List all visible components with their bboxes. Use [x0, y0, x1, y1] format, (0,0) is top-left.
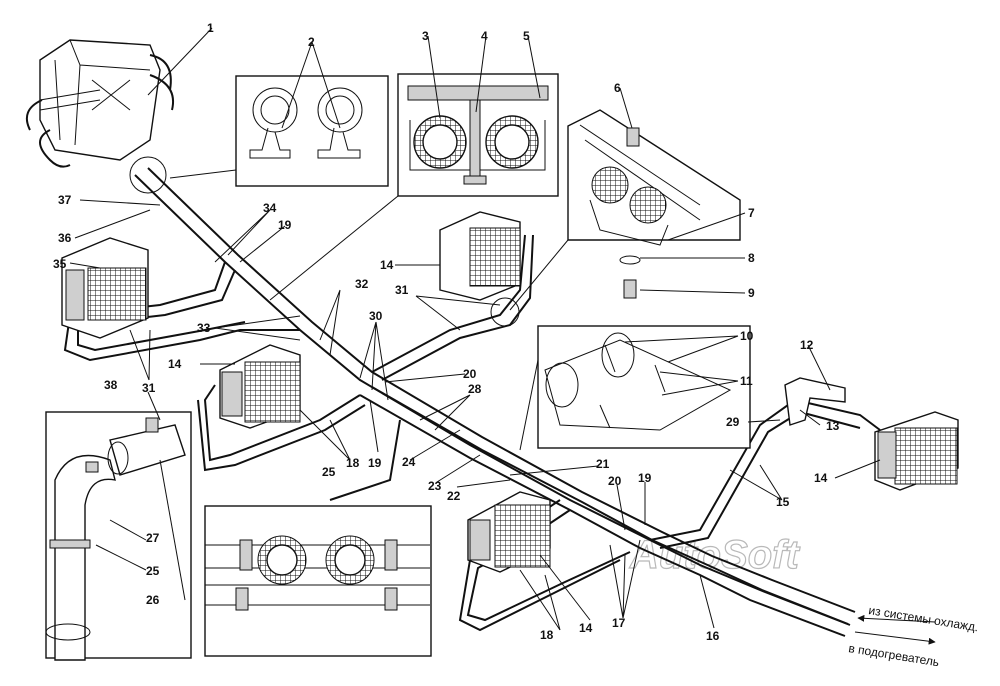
callout-13: 13: [826, 419, 840, 433]
callout-27: 27: [146, 531, 160, 545]
inset-clamps-25: [204, 505, 432, 657]
callout-3: 3: [422, 29, 429, 43]
callout-34: 34: [263, 201, 277, 215]
to-heater-note: в подогреватель: [848, 641, 941, 669]
heater-unit-1: [26, 39, 174, 194]
callout-14-left: 14: [168, 357, 182, 371]
callout-14-top: 14: [380, 258, 394, 272]
radiator-14-left: [219, 344, 301, 429]
callout-25-a: 25: [322, 465, 336, 479]
callout-38: 38: [104, 378, 118, 392]
callout-20-a: 20: [463, 367, 477, 381]
callout-16: 16: [706, 629, 720, 643]
callout-6: 6: [614, 81, 621, 95]
callout-31-a: 31: [395, 283, 409, 297]
callout-32: 32: [355, 277, 369, 291]
elbow-12-13: [784, 377, 846, 426]
callout-2: 2: [308, 35, 315, 49]
callout-30: 30: [369, 309, 383, 323]
leader-lines: [69, 27, 881, 631]
callout-8: 8: [748, 251, 755, 265]
callout-11: 11: [740, 374, 753, 388]
inset-hose-10-11: [519, 325, 751, 451]
inset-mount-6-9: [490, 109, 741, 327]
callout-19-b: 19: [368, 456, 382, 470]
radiator-14-top: [439, 211, 521, 301]
callout-37: 37: [58, 193, 72, 207]
callout-17: 17: [612, 616, 626, 630]
callout-26: 26: [146, 593, 160, 607]
callout-5: 5: [523, 29, 530, 43]
callout-22: 22: [447, 489, 461, 503]
callout-1: 1: [207, 21, 214, 35]
callout-12: 12: [800, 338, 814, 352]
callout-31-b: 31: [142, 381, 156, 395]
callout-21: 21: [596, 457, 610, 471]
callout-9: 9: [748, 286, 755, 300]
inset-hose-26-27: [45, 411, 192, 661]
callout-19-a: 19: [278, 218, 292, 232]
callout-14-right: 14: [814, 471, 828, 485]
radiator-35: [61, 237, 149, 339]
callout-28: 28: [468, 382, 482, 396]
callout-15: 15: [776, 495, 790, 509]
callout-14-bottom: 14: [579, 621, 593, 635]
radiator-14-right: [874, 411, 959, 491]
callout-23: 23: [428, 479, 442, 493]
callout-10: 10: [740, 329, 754, 343]
flow-arrows: [854, 614, 936, 645]
callout-36: 36: [58, 231, 72, 245]
inset-clamps-2: [169, 75, 389, 187]
callout-18-a: 18: [346, 456, 360, 470]
callout-19-c: 19: [638, 471, 652, 485]
callout-18-b: 18: [540, 628, 554, 642]
callout-35: 35: [53, 257, 67, 271]
callout-24: 24: [402, 455, 416, 469]
pipe-network: [63, 167, 881, 637]
from-cooling-system-note: из системы охлажд.: [868, 603, 980, 634]
callout-4: 4: [481, 29, 488, 43]
callout-20-b: 20: [608, 474, 622, 488]
callout-33: 33: [197, 321, 211, 335]
callout-25-b: 25: [146, 564, 160, 578]
radiator-14-bottom: [467, 491, 551, 573]
callout-labels: 1 2 3 4 5 6 7 8 9 10 11 12 13 14 14 14 1…: [53, 21, 840, 643]
callout-7: 7: [748, 206, 755, 220]
callout-29: 29: [726, 415, 740, 429]
